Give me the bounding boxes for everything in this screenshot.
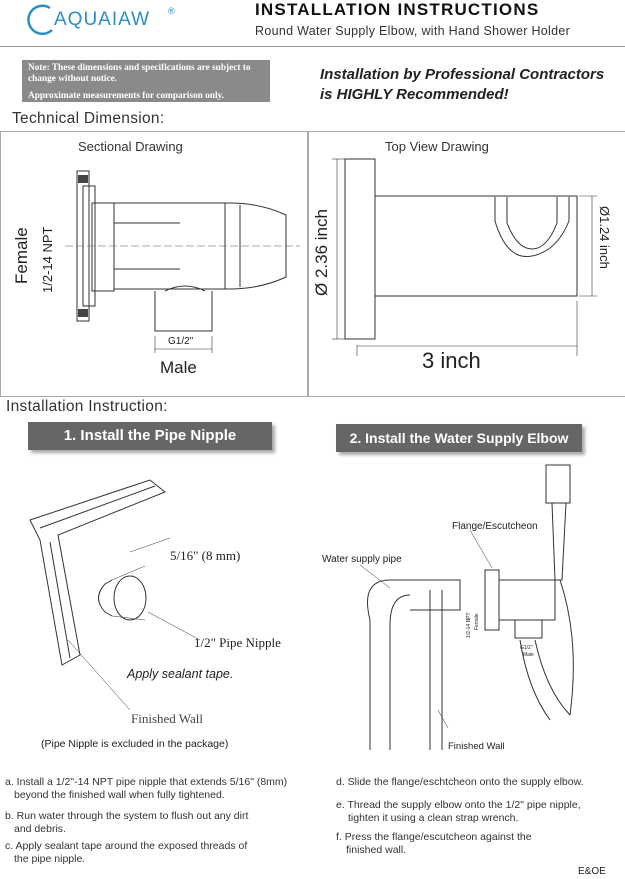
left-instructions: a. Install a 1/2"-14 NPT pipe nipple tha… xyxy=(5,776,335,866)
recommendation: Installation by Professional Contractors… xyxy=(320,65,604,105)
diameter-label-wrap: Ø 2.36 inch xyxy=(312,178,336,298)
step-f-line2: finished wall. xyxy=(346,844,407,856)
note-line1: Note: These dimensions and specification… xyxy=(28,63,251,84)
step2-drawing xyxy=(359,464,574,750)
female-label: Female xyxy=(12,227,31,284)
female-label-wrap: Female xyxy=(12,208,42,288)
step-d: d. Slide the flange/eschtcheon onto the … xyxy=(336,776,584,788)
recommend-line2: is HIGHLY Recommended! xyxy=(320,86,509,103)
male-label: Male xyxy=(160,358,197,377)
page-subtitle: Round Water Supply Elbow, with Hand Show… xyxy=(255,24,571,38)
nipple-dim-label: 5/16" (8 mm) xyxy=(170,548,241,563)
right-instructions: d. Slide the flange/eschtcheon onto the … xyxy=(336,776,621,857)
female-small-wrap: Female xyxy=(474,600,484,630)
flange-label: Flange/Escutcheon xyxy=(452,521,538,532)
step-e-line1: e. Thread the supply elbow onto the 1/2"… xyxy=(336,799,581,811)
header-divider xyxy=(0,46,625,47)
topview-drawing xyxy=(332,158,597,356)
brand-name: AQUAIAW xyxy=(54,9,151,30)
small-diameter-label: Ø1.24 inch xyxy=(597,206,612,269)
thread-label-wrap: 1/2-14 NPT xyxy=(40,205,58,297)
page-title: INSTALLATION INSTRUCTIONS xyxy=(255,0,540,19)
logo-mark-icon xyxy=(27,4,53,35)
step-c-line1: c. Apply sealant tape around the exposed… xyxy=(5,840,248,852)
step-b-line1: b. Run water through the system to flush… xyxy=(5,810,249,822)
brand-reg: ® xyxy=(168,6,175,16)
sectional-title: Sectional Drawing xyxy=(78,139,183,154)
step-a-line2: beyond the finished wall when fully tigh… xyxy=(14,789,225,801)
nipple-label: 1/2" Pipe Nipple xyxy=(194,635,281,650)
installation-heading: Installation Instruction: xyxy=(6,398,168,415)
sealant-label: Apply sealant tape. xyxy=(127,667,234,681)
length-label: 3 inch xyxy=(422,348,481,373)
topview-panel xyxy=(307,131,625,397)
supply-pipe-label: Water supply pipe xyxy=(322,554,402,565)
thread-label: 1/2-14 NPT xyxy=(40,226,55,293)
female-small-label: Female xyxy=(474,613,480,630)
g-label: G1/2" xyxy=(168,336,194,347)
brand-logo: AQUAIAW ® xyxy=(20,4,190,36)
male-small-label: Male xyxy=(523,652,534,658)
technical-heading: Technical Dimension: xyxy=(12,110,165,127)
g-small-label: G1/2" xyxy=(520,645,533,651)
recommend-line1: Installation by Professional Contractors xyxy=(320,66,605,83)
note-box: Note: These dimensions and specification… xyxy=(22,60,270,102)
step-c-line2: the pipe nipple. xyxy=(14,853,86,865)
step1-banner: 1. Install the Pipe Nipple xyxy=(28,422,272,450)
step-a-line1: a. Install a 1/2"-14 NPT pipe nipple tha… xyxy=(5,776,288,788)
sectional-panel xyxy=(0,131,309,397)
step-e-line2: tighten it using a clean strap wrench. xyxy=(348,812,519,824)
step-b-line2: and debris. xyxy=(14,823,66,835)
excluded-note: (Pipe Nipple is excluded in the package) xyxy=(41,738,229,750)
npt-small-label: 1/2-14 NPT xyxy=(466,612,472,638)
step1-drawing xyxy=(29,479,201,711)
step2-banner: 2. Install the Water Supply Elbow xyxy=(336,424,582,452)
note-line2: Approximate measurements for comparison … xyxy=(28,91,225,101)
small-diameter-wrap: Ø1.24 inch xyxy=(596,206,616,286)
finished-wall-label-2: Finished Wall xyxy=(448,741,505,752)
sectional-drawing xyxy=(65,170,300,353)
topview-title: Top View Drawing xyxy=(385,139,489,154)
diameter-label: Ø 2.36 inch xyxy=(312,209,331,296)
footer-code: E&OE xyxy=(578,866,606,877)
finished-wall-label: Finished Wall xyxy=(131,711,204,726)
step-f-line1: f. Press the flange/escutcheon against t… xyxy=(336,831,532,843)
